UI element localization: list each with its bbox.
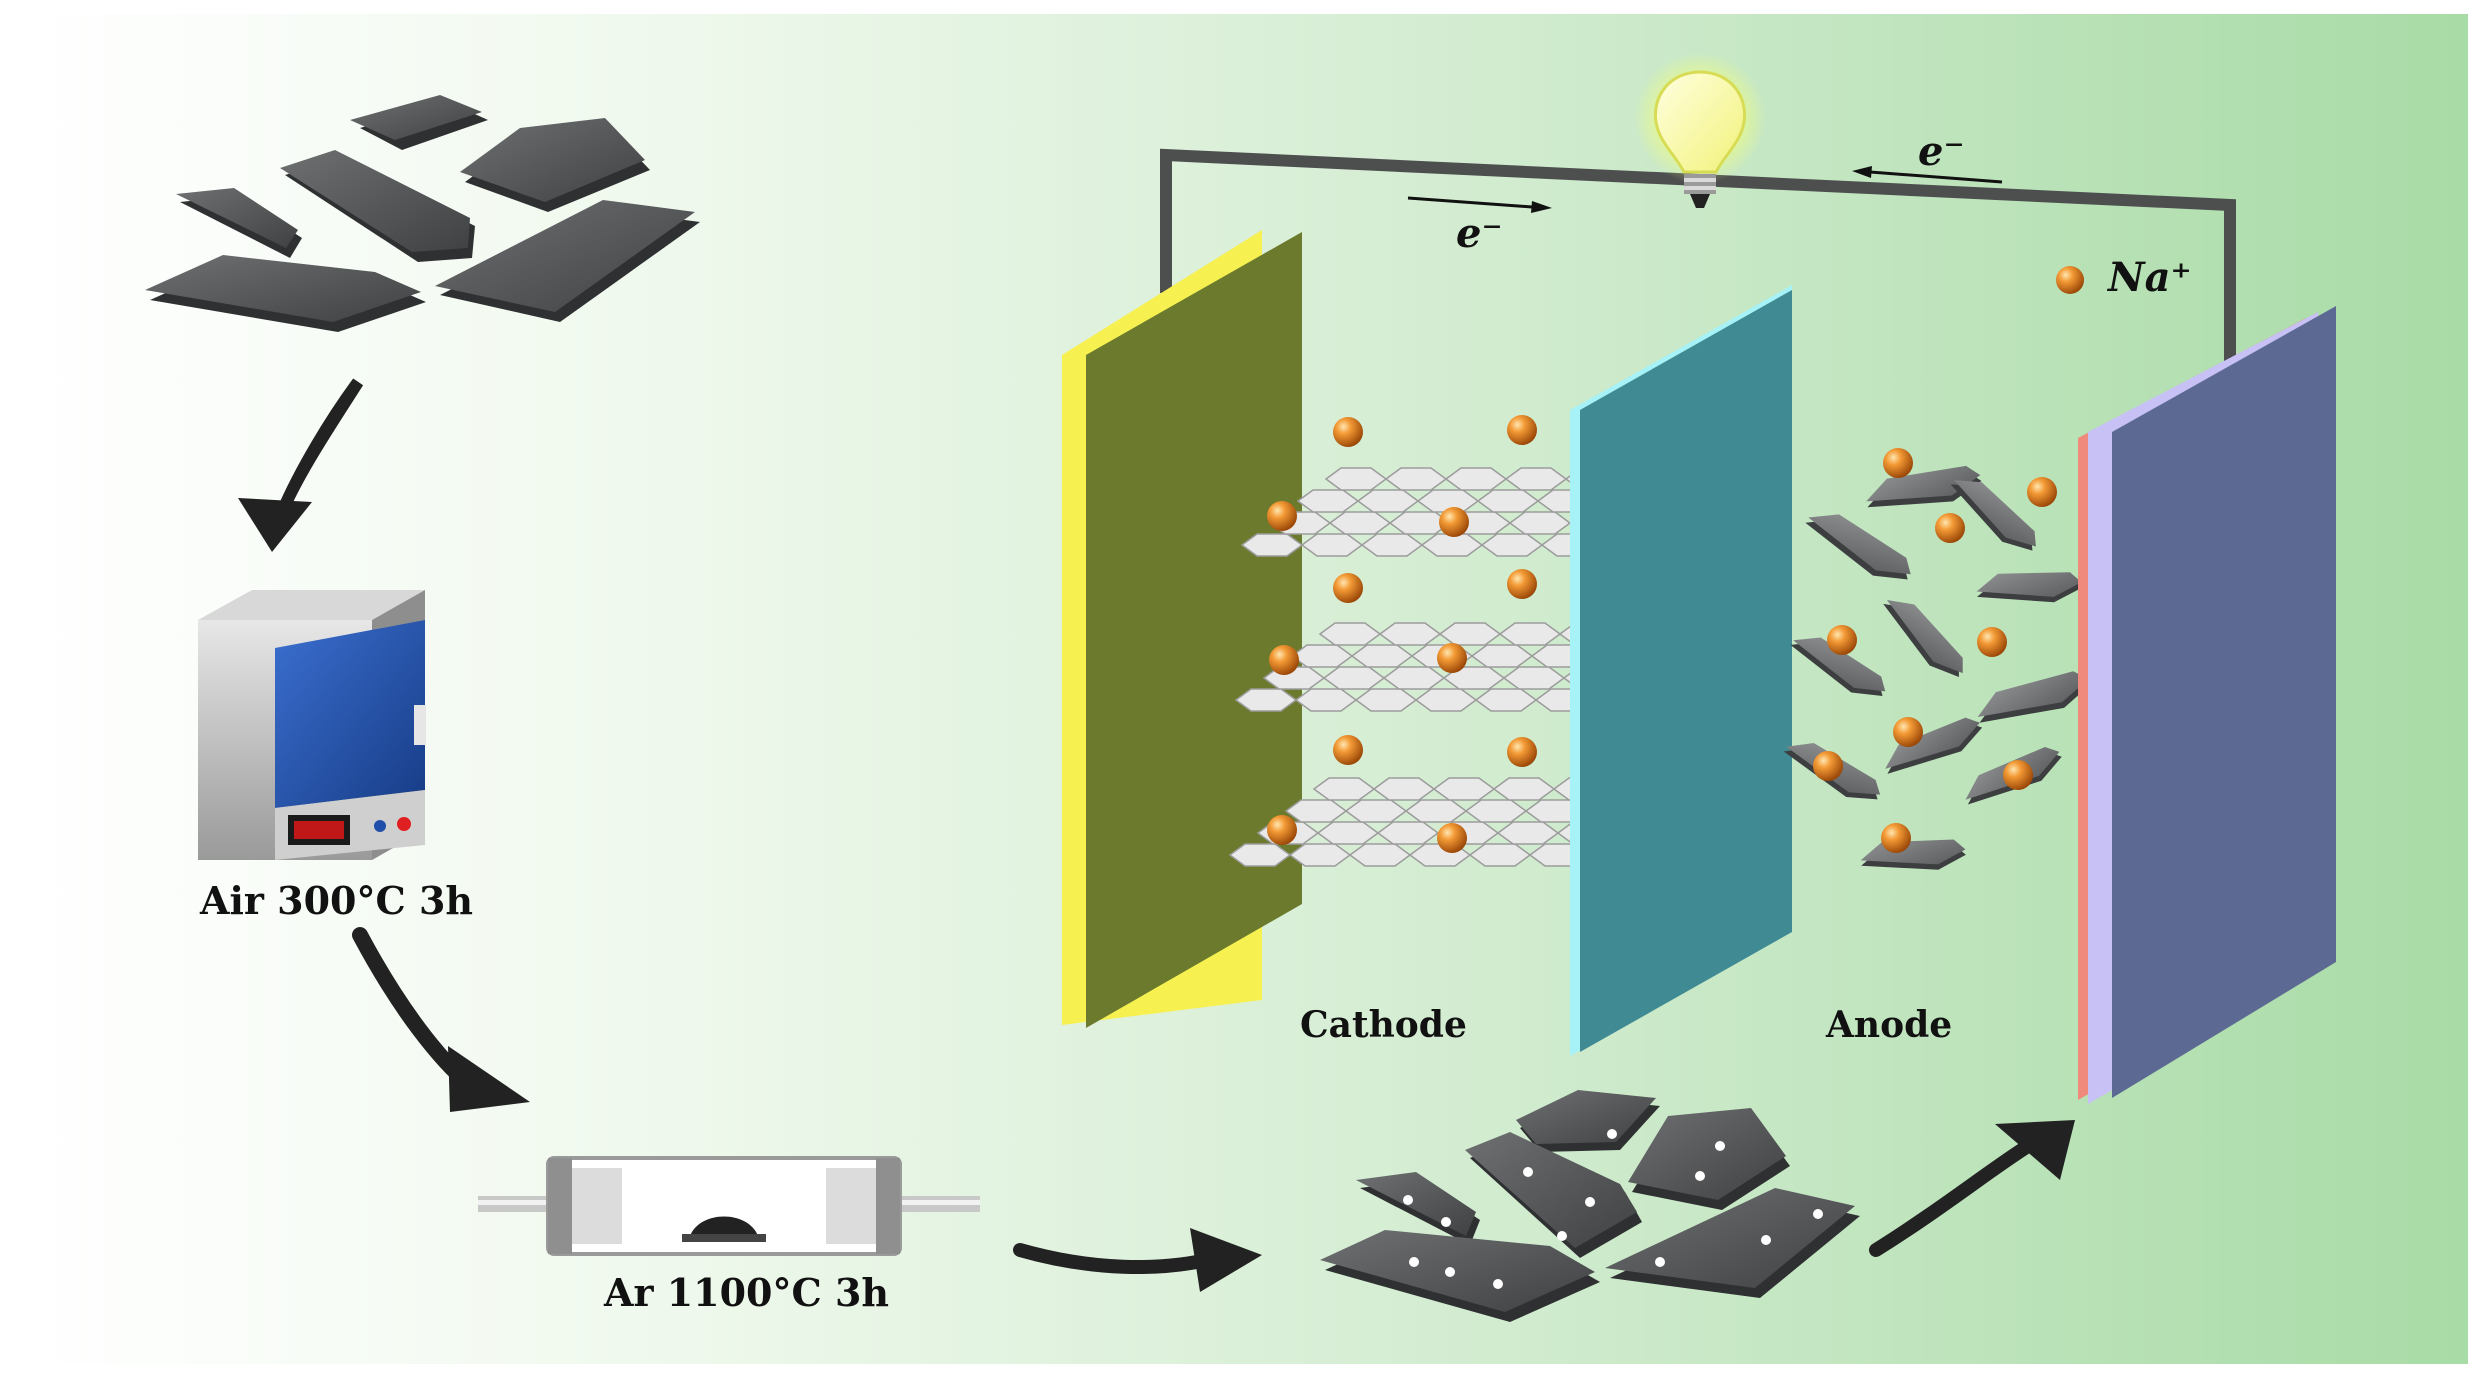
sodium-ion-icon <box>1267 815 1297 845</box>
carbon-flake-icon <box>1605 1188 1860 1298</box>
sodium-ion-icon <box>1439 507 1469 537</box>
sodium-ion-icon <box>1883 448 1913 478</box>
step2-label: Ar 1100°C 3h <box>604 1270 890 1315</box>
sodium-ion-icon <box>1827 625 1857 655</box>
separator <box>1570 285 1792 1056</box>
electron-arrow-right <box>1852 166 2003 184</box>
curved-arrow-icon <box>1869 1120 2075 1257</box>
electron-label-left: e⁻ <box>1456 210 1503 257</box>
sodium-ion-icon <box>1507 415 1537 445</box>
anode-plate <box>2112 306 2336 1098</box>
sodium-ion-label: Na⁺ <box>2108 254 2192 301</box>
carbon-flake-icon <box>350 95 488 150</box>
carbon-flake-icon <box>435 200 700 322</box>
sodium-ion-icon <box>1813 751 1843 781</box>
anode-label: Anode <box>1826 1004 1953 1046</box>
sodium-ion-icon <box>1269 645 1299 675</box>
anode-carbon-flakes <box>1783 465 2091 870</box>
cathode-label: Cathode <box>1300 1004 1467 1046</box>
carbon-flake-icon <box>280 150 475 262</box>
sodium-ion-icon <box>1267 501 1297 531</box>
muffle-furnace-icon <box>198 590 426 860</box>
carbon-flake-icon <box>1628 1108 1790 1210</box>
sodium-ion-icon <box>1881 823 1911 853</box>
electron-label-right: e⁻ <box>1918 128 1965 175</box>
sodium-ions <box>1267 415 2057 853</box>
step1-label: Air 300°C 3h <box>200 878 474 923</box>
graphene-layer <box>1228 777 1676 867</box>
sodium-ion-icon <box>1333 573 1363 603</box>
carbon-flake-icon <box>1976 572 2082 603</box>
carbon-flake-icon <box>1516 1090 1660 1152</box>
carbon-flake-icon <box>1465 1132 1642 1258</box>
sodium-ion-icon <box>1437 823 1467 853</box>
carbon-flake-icon <box>1950 480 2036 551</box>
carbon-flake-icon <box>176 188 302 258</box>
light-bulb-icon <box>1634 52 1766 208</box>
electron-arrow-left <box>1407 196 1552 213</box>
doped-carbon-flakes <box>1320 1090 1860 1322</box>
cathode-assembly <box>1062 230 1688 1028</box>
raw-carbon-flakes <box>145 95 700 332</box>
anode-assembly <box>1783 306 2336 1104</box>
sodium-ion-icon <box>1977 627 2007 657</box>
carbon-flake-icon <box>145 255 426 332</box>
sodium-ion-icon <box>2027 477 2057 507</box>
carbon-flake-icon <box>1977 671 2091 723</box>
carbon-flake-icon <box>460 118 650 212</box>
sodium-ion-icon <box>2056 266 2084 294</box>
curved-arrow-icon <box>1013 1228 1262 1292</box>
sodium-ion-icon <box>1935 513 1965 543</box>
sodium-ion-icon <box>1507 737 1537 767</box>
sodium-ion-icon <box>2003 760 2033 790</box>
sodium-ion-icon <box>1333 735 1363 765</box>
sodium-ion-icon <box>1333 417 1363 447</box>
sodium-ion-icon <box>1507 569 1537 599</box>
curved-arrow-icon <box>238 378 364 552</box>
sodium-ion-icon <box>1437 643 1467 673</box>
carbon-flake-icon <box>1320 1230 1600 1322</box>
sodium-ion-icon <box>1893 717 1923 747</box>
carbon-flake-icon <box>1883 599 1963 678</box>
cathode-plate <box>1086 232 1302 1028</box>
curved-arrow-icon <box>352 927 530 1112</box>
carbon-flake-icon <box>1805 514 1911 580</box>
carbon-flake-icon <box>1356 1172 1480 1245</box>
tube-furnace-icon <box>478 1156 980 1256</box>
carbon-flake-icon <box>1866 465 1982 508</box>
carbon-flake-icon <box>1885 717 1983 774</box>
carbon-flake-icon <box>1790 637 1886 697</box>
